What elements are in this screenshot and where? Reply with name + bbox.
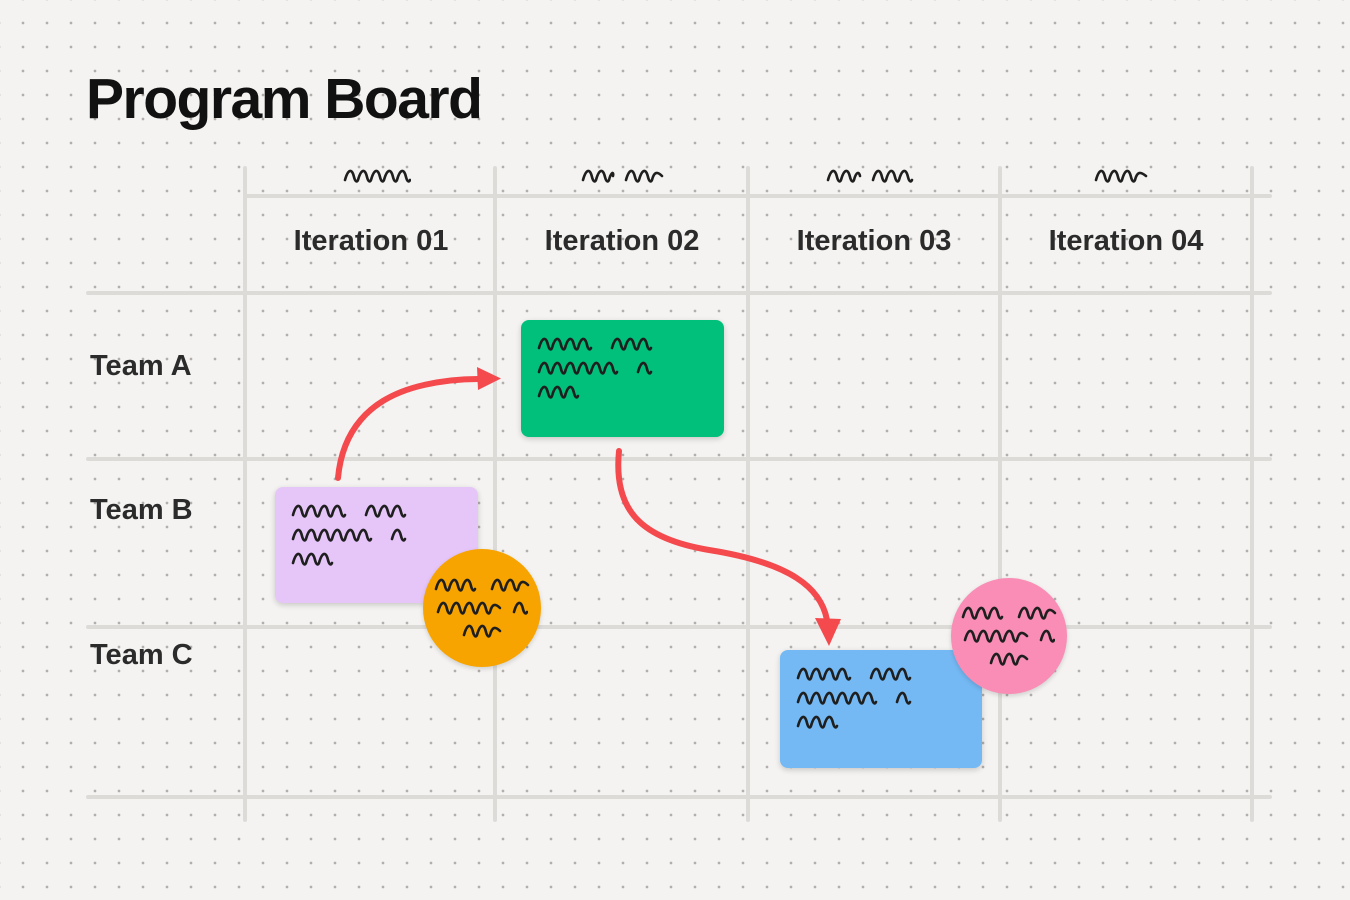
sticky-note-blue[interactable] bbox=[780, 650, 982, 768]
grid-line-horizontal bbox=[86, 291, 1272, 295]
scribble-icon bbox=[343, 169, 411, 183]
circle-note-orange[interactable] bbox=[423, 549, 541, 667]
scribble-icon bbox=[624, 169, 664, 183]
grid-line-vertical bbox=[1250, 166, 1254, 822]
scribble-icon bbox=[581, 169, 615, 183]
board-title[interactable]: Program Board bbox=[86, 67, 483, 131]
grid-line-vertical bbox=[998, 166, 1002, 822]
column-header-iteration-03[interactable]: Iteration 03 bbox=[796, 225, 952, 257]
circle-note-pink[interactable] bbox=[951, 578, 1067, 694]
sticky-note-green[interactable] bbox=[521, 320, 724, 437]
column-header-iteration-02[interactable]: Iteration 02 bbox=[544, 225, 700, 257]
ink-scribble bbox=[1094, 167, 1148, 185]
column-header-iteration-04[interactable]: Iteration 04 bbox=[1048, 225, 1204, 257]
connector-arrow-purple-to-green[interactable] bbox=[335, 367, 501, 481]
ink-scribble bbox=[581, 167, 664, 185]
scribble-icon bbox=[871, 169, 914, 183]
ink-scribble bbox=[343, 167, 411, 185]
scribble-icon bbox=[1094, 169, 1148, 183]
scribble-icon bbox=[826, 169, 862, 183]
grid-line-horizontal bbox=[86, 625, 1272, 629]
sticky-note-purple[interactable] bbox=[275, 487, 478, 603]
grid-line-vertical bbox=[243, 166, 247, 822]
row-label-team-a[interactable]: Team A bbox=[90, 350, 192, 382]
grid-line-horizontal bbox=[86, 795, 1272, 799]
connector-arrow-green-to-blue[interactable] bbox=[615, 448, 841, 646]
row-label-team-b[interactable]: Team B bbox=[90, 494, 193, 526]
grid-line-vertical bbox=[493, 166, 497, 822]
ink-scribble bbox=[826, 167, 915, 185]
grid-line-vertical bbox=[746, 166, 750, 822]
grid-line-horizontal bbox=[86, 457, 1272, 461]
column-header-iteration-01[interactable]: Iteration 01 bbox=[293, 225, 449, 257]
row-label-team-c[interactable]: Team C bbox=[90, 639, 193, 671]
grid-line-horizontal bbox=[245, 194, 1272, 198]
